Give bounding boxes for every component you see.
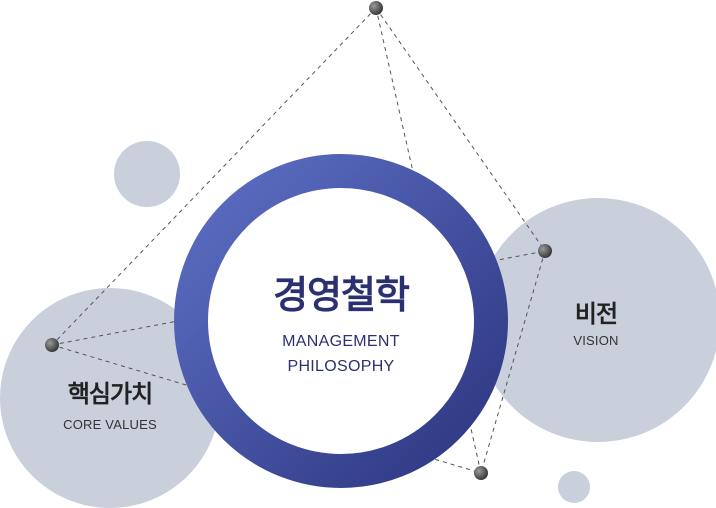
vision-title-en: VISION: [573, 333, 619, 348]
line-left-bottom: [51, 344, 482, 474]
philosophy-ring: [174, 154, 508, 488]
center-title-en-line1: MANAGEMENT: [282, 333, 400, 350]
dot-left: [45, 338, 59, 352]
dot-bottom: [474, 466, 488, 480]
vision-title-ko: 비전: [574, 300, 618, 328]
line-top-left: [51, 7, 377, 346]
center-title-ko: 경영철학: [273, 273, 410, 317]
vision-bubble: [476, 198, 716, 442]
line-right-bottom: [480, 250, 546, 474]
core-values-title-ko: 핵심가치: [67, 380, 153, 408]
connector-dots: [45, 1, 552, 480]
core-values-title-en: CORE VALUES: [63, 417, 157, 432]
line-top-right: [375, 7, 546, 252]
dot-right: [538, 244, 552, 258]
small-bubble-top-left: [114, 141, 180, 207]
small-bubble-bottom-right: [558, 471, 590, 503]
center-title-en-line2: PHILOSOPHY: [287, 358, 395, 375]
dot-top: [369, 1, 383, 15]
